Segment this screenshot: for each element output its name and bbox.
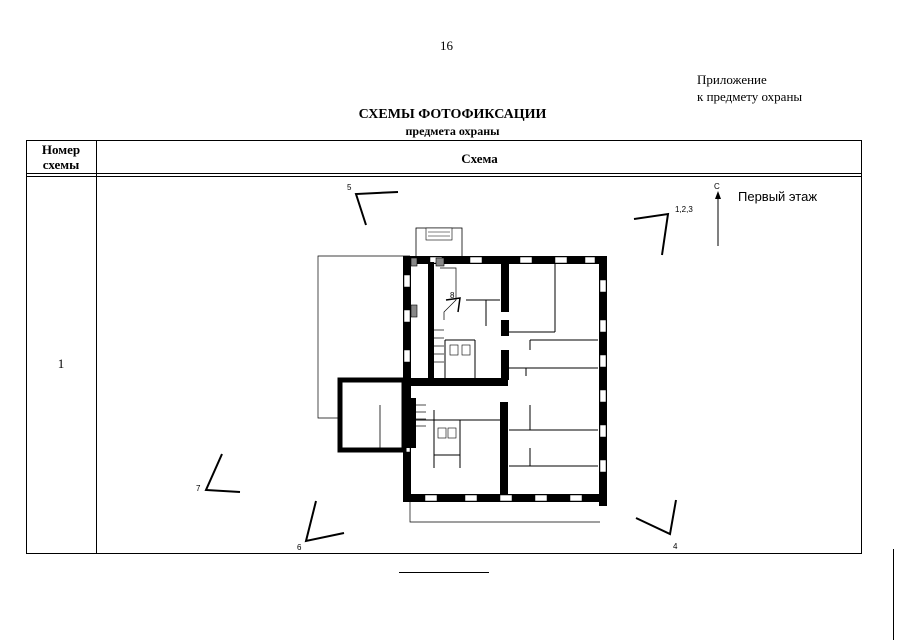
table-row-number: 1 bbox=[57, 356, 65, 371]
viewpoint-marker-6 bbox=[304, 500, 345, 543]
viewpoint-marker-123 bbox=[633, 212, 670, 256]
north-label: С bbox=[714, 182, 720, 191]
margin-rule bbox=[893, 549, 894, 640]
marker-label-5: 5 bbox=[347, 183, 352, 192]
footer-rule bbox=[399, 572, 489, 573]
viewpoint-marker-4 bbox=[635, 499, 677, 536]
table-header-divider bbox=[26, 173, 862, 174]
appendix-line-2: к предмету охраны bbox=[697, 89, 803, 104]
table-column-divider bbox=[96, 140, 97, 554]
north-arrow-icon bbox=[715, 191, 721, 246]
marker-label-6: 6 bbox=[297, 543, 302, 552]
document-title: СХЕМЫ ФОТОФИКСАЦИИ bbox=[358, 107, 547, 122]
appendix-note: Приложение к предмету охраны bbox=[697, 71, 802, 105]
page-number: 16 bbox=[440, 38, 453, 53]
appendix-line-1: Приложение bbox=[697, 72, 767, 87]
scheme-table bbox=[26, 140, 862, 554]
viewpoint-marker-7 bbox=[204, 453, 241, 493]
viewpoint-marker-5 bbox=[354, 191, 399, 226]
table-header-divider-double bbox=[26, 176, 862, 177]
table-header-number: Номер схемы bbox=[41, 142, 81, 172]
marker-label-7: 7 bbox=[196, 484, 201, 493]
viewpoint-marker-8 bbox=[445, 297, 461, 313]
marker-label-8: 8 bbox=[450, 291, 455, 300]
marker-label-4: 4 bbox=[673, 542, 678, 551]
table-header-scheme: Схема bbox=[461, 151, 498, 166]
document-subtitle: предмета охраны bbox=[405, 124, 500, 138]
marker-label-123: 1,2,3 bbox=[675, 205, 693, 214]
building-floor-plan: 8 bbox=[317, 227, 607, 523]
floor-label: Первый этаж bbox=[738, 189, 818, 204]
